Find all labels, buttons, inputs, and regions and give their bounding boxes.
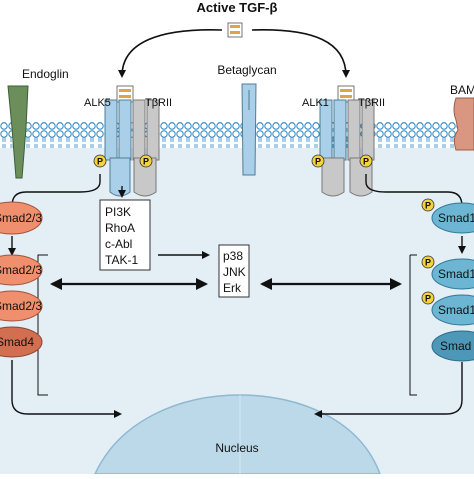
phospho-tbrii-right-label: P: [363, 157, 369, 167]
betaglycan-label: Betaglycan: [217, 63, 276, 77]
smad-right-3: [431, 294, 474, 326]
tbrii-left-receptor: [132, 99, 146, 161]
ligand-bound-right: [337, 85, 355, 103]
alk1-receptor: [319, 99, 333, 161]
smad-left-3: [0, 290, 43, 322]
mapk-item: p38: [223, 249, 243, 263]
smad-left-2-label: Smad2/3: [0, 263, 42, 277]
endoglin-label: Endoglin: [22, 67, 69, 81]
alk1-label: ALK1: [302, 97, 329, 109]
tbrii-left-kinase: [133, 157, 157, 197]
pathway-box: PI3K RhoA c-Abl TAK-1: [99, 199, 151, 271]
pathway-item: PI3K: [105, 205, 131, 219]
ligand-arrow-right: [251, 29, 350, 78]
smad-left-1-label: Smad2/3: [0, 211, 42, 225]
ligand-arrow-left: [118, 29, 223, 78]
smad-right-3-label: Smad1/: [438, 303, 474, 317]
smad-right-2-label: Smad1/: [438, 267, 474, 281]
nucleus-label: Nucleus: [215, 441, 258, 455]
phospho-smad-right-1: [421, 198, 435, 212]
bracket-left-outer: [37, 254, 45, 396]
endoglin-receptor: [7, 85, 29, 179]
diagram-title: Active TGF-β: [197, 0, 278, 15]
alk1-kinase: [321, 157, 345, 197]
smad-right-2: [431, 258, 474, 290]
smad-left-4-label: Smad4: [0, 335, 34, 349]
phospho-smad-right-2-label: P: [425, 258, 431, 268]
phospho-smad-right-2: [421, 255, 435, 269]
smad-right-1: [431, 202, 474, 234]
phospho-tbrii-right: [359, 154, 373, 168]
phospho-alk5: [93, 154, 107, 168]
betaglycan-receptor: [241, 83, 257, 176]
phospho-smad-right-3-label: P: [425, 294, 431, 304]
mapk-box: p38 JNK Erk: [218, 244, 250, 298]
phospho-alk1-label: P: [315, 157, 321, 167]
smad-right-4: [431, 330, 474, 362]
tbrii-right-label: TβRII: [358, 97, 385, 109]
smad-left-3-label: Smad2/3: [0, 299, 42, 313]
smad-right-1-label: Smad1/: [438, 211, 474, 225]
bracket-left-inner: [45, 254, 48, 396]
tbrii-right-receptor-b: [361, 99, 375, 161]
phospho-alk5-label: P: [97, 157, 103, 167]
phospho-tbrii-left-label: P: [143, 157, 149, 167]
pathway-item: c-Abl: [105, 237, 132, 251]
tbrii-right-receptor: [347, 99, 361, 161]
pathway-item: RhoA: [105, 221, 135, 235]
arrow-left-to-nucleus: [11, 360, 122, 418]
smad-left-2: [0, 254, 43, 286]
bam-label: BAM: [450, 83, 474, 97]
phospho-smad-right-3: [421, 291, 435, 305]
tgf-beta-ligand: [227, 22, 243, 38]
bam-receptor: [453, 97, 474, 151]
alk5-receptor-b: [118, 99, 132, 161]
alk5-label: ALK5: [84, 97, 111, 109]
phospho-alk1: [311, 154, 325, 168]
cell-membrane: [0, 122, 474, 148]
smad-right-4-label: Smad: [440, 339, 471, 353]
phospho-tbrii-left: [139, 154, 153, 168]
tbrii-left-receptor-b: [146, 99, 160, 161]
bracket-right: [409, 254, 417, 396]
alk5-kinase: [109, 157, 131, 197]
smad-left-4: [0, 326, 43, 358]
tbrii-left-label: TβRII: [145, 97, 172, 109]
mapk-item: JNK: [223, 265, 246, 279]
phospho-smad-right-1-label: P: [425, 201, 431, 211]
pathway-item: TAK-1: [105, 253, 138, 267]
alk5-receptor: [104, 99, 118, 161]
arrow-right-to-nucleus: [314, 362, 463, 418]
smad-left-1: [0, 201, 43, 235]
alk1-receptor-b: [333, 99, 347, 161]
arrow-alk5-to-smad: [8, 174, 101, 214]
arrow-alk1-to-smad: [365, 174, 466, 212]
mapk-item: Erk: [223, 281, 242, 295]
